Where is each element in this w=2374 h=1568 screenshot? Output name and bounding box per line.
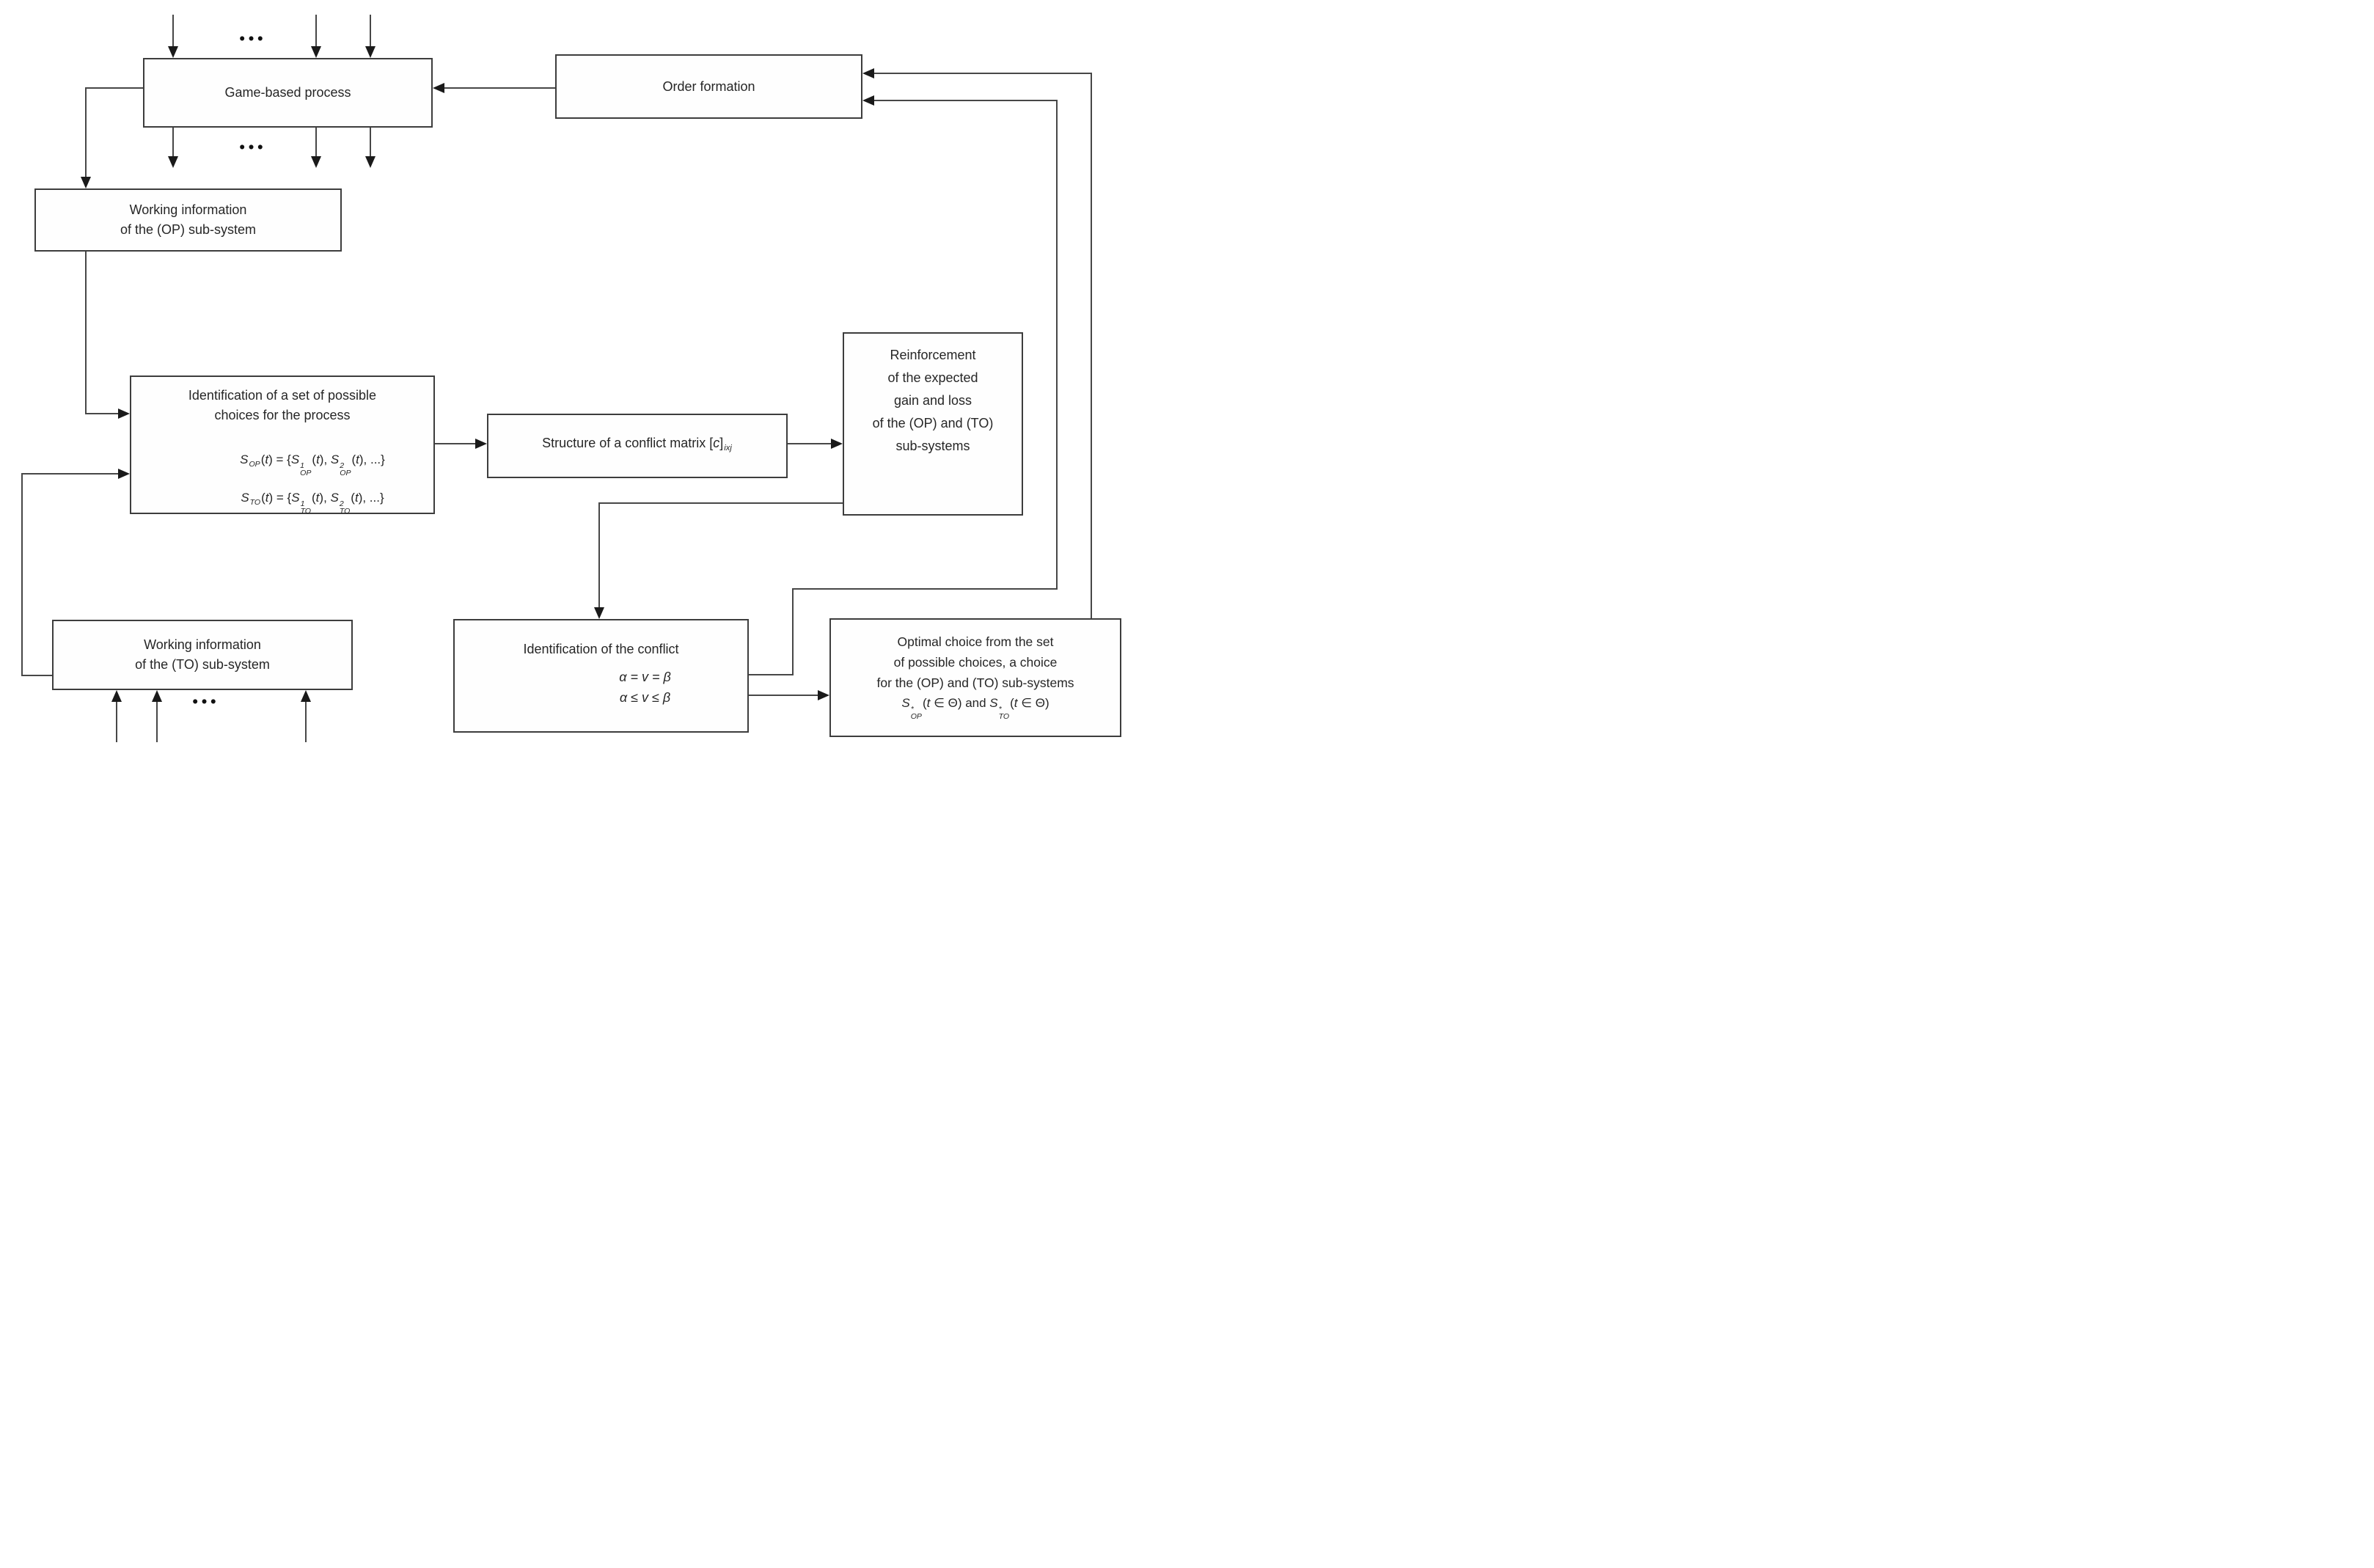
identification-of-conflict-label: Identification of the conflict <box>523 642 679 656</box>
connector-reinforcement-to-conflict <box>598 502 843 607</box>
right-arrowhead-icon <box>118 469 130 479</box>
conflict-matrix-box: Structure of a conflict matrix [c]ixj <box>487 414 788 478</box>
down-arrowhead-icon <box>365 156 375 168</box>
conflict-matrix-label: Structure of a conflict matrix [c]ixj <box>542 436 732 453</box>
down-arrowhead-icon <box>168 156 178 168</box>
game-based-process-box: Game-based process <box>143 58 433 128</box>
optimal-choice-formula: S*OP(t ∈ Θ) and S*TO(t ∈ Θ) <box>901 696 1049 721</box>
down-arrowhead-icon <box>81 177 91 188</box>
connector-to-to-identification <box>21 473 118 676</box>
ellipsis-dots-icon: ••• <box>239 30 267 48</box>
flow-diagram: ••• ••• ••• Game-based process Order for… <box>0 0 1130 747</box>
right-arrowhead-icon <box>475 439 487 449</box>
connector-game-to-op <box>85 87 143 177</box>
up-arrowhead-icon <box>152 690 162 702</box>
down-arrowhead-icon <box>311 156 321 168</box>
connector-optimal-to-order <box>874 73 1092 618</box>
down-arrowhead-icon <box>168 46 178 58</box>
connector-layer <box>21 15 1092 742</box>
ellipsis-dots-icon: ••• <box>192 693 220 711</box>
left-arrowhead-icon <box>862 95 874 106</box>
up-arrowhead-icon <box>111 690 122 702</box>
left-arrowhead-icon <box>433 83 444 93</box>
mixed-strategy-equation: α ≤ v ≤ β <box>619 690 671 705</box>
ellipsis-dots-icon: ••• <box>239 139 267 156</box>
order-formation-label: Order formation <box>662 78 755 94</box>
down-arrowhead-icon <box>594 607 604 619</box>
connector-saddle-point-to-order <box>689 100 1058 675</box>
saddle-point-equation: α = v = β <box>619 670 671 684</box>
down-arrowhead-icon <box>365 46 375 58</box>
identification-of-conflict-box: Identification of the conflict α = v = β… <box>453 619 749 733</box>
left-arrowhead-icon <box>862 68 874 78</box>
right-arrowhead-icon <box>831 439 843 449</box>
right-arrowhead-icon <box>818 690 829 700</box>
up-arrowhead-icon <box>301 690 311 702</box>
connector-op-to-identification <box>85 252 118 414</box>
down-arrowhead-icon <box>311 46 321 58</box>
game-based-process-label: Game-based process <box>224 85 351 100</box>
right-arrowhead-icon <box>118 409 130 419</box>
order-formation-box: Order formation <box>555 54 862 119</box>
